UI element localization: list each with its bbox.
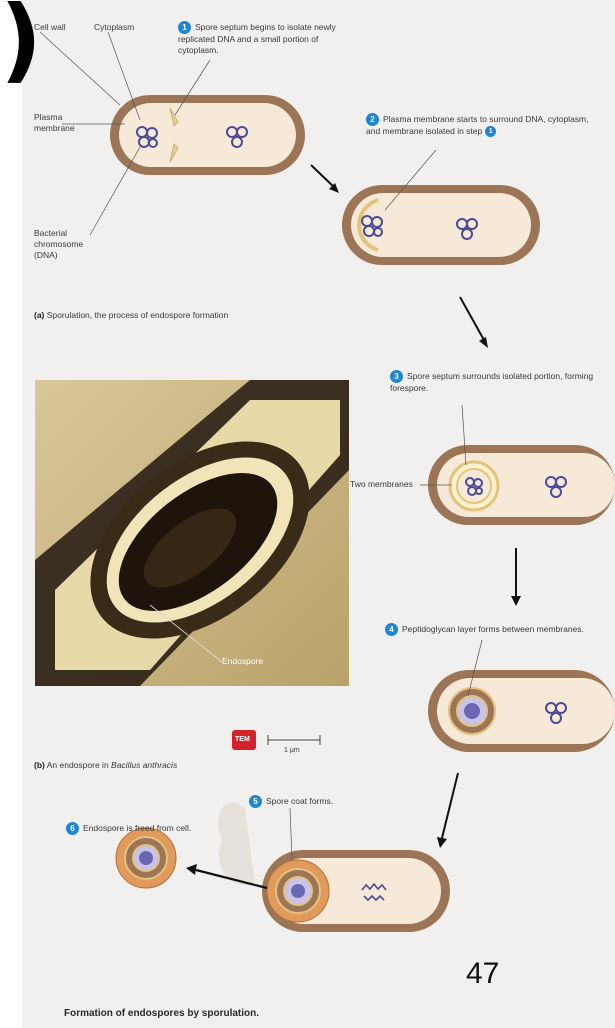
- step-description: Spore septum surrounds isolated portion,…: [390, 371, 593, 393]
- caption-letter: (a): [34, 310, 44, 320]
- label-bacterial-chromosome: Bacterial chromosome (DNA): [34, 228, 92, 261]
- arrow-4-to-5: [437, 773, 458, 848]
- caption-text: Sporulation, the process of endospore fo…: [47, 310, 228, 320]
- label-two-membranes: Two membranes: [350, 479, 413, 490]
- label-endospore: Endospore: [222, 656, 263, 667]
- step-description: Spore septum begins to isolate newly rep…: [178, 22, 336, 55]
- step-number-badge: 4: [385, 623, 398, 636]
- label-plasma-membrane: Plasma membrane: [34, 112, 70, 134]
- cell-step-4: [428, 670, 615, 752]
- cell-step-2: [342, 185, 540, 265]
- step-number-badge: 3: [390, 370, 403, 383]
- arrow-1-to-2: [311, 165, 339, 193]
- cell-step-1: [110, 95, 305, 175]
- arrow-3-to-4: [511, 548, 521, 606]
- scale-bar-label: 1 μm: [284, 745, 300, 756]
- step-description: Plasma membrane starts to surround DNA, …: [366, 114, 589, 136]
- scale-bar: [268, 735, 320, 745]
- step-4-text: 4 Peptidoglycan layer forms between membr…: [385, 623, 615, 636]
- tem-tag-text: TEM: [235, 734, 250, 745]
- figure-title: Formation of endospores by sporulation.: [64, 1008, 259, 1019]
- label-cell-wall: Cell wall: [34, 22, 74, 33]
- free-endospore: [116, 828, 176, 888]
- step-3-text: 3Spore septum surrounds isolated portion…: [390, 370, 615, 394]
- caption-species: Bacillus anthracis: [111, 760, 177, 770]
- cell-step-5: [218, 802, 450, 932]
- caption-text: An endospore in: [47, 760, 111, 770]
- caption-a: (a) Sporulation, the process of endospor…: [34, 310, 228, 320]
- label-cytoplasm: Cytoplasm: [94, 22, 144, 33]
- step-number-badge: 1: [485, 126, 496, 137]
- step-description: Endospore is freed from cell.: [83, 823, 191, 833]
- step-1-text: 1Spore septum begins to isolate newly re…: [178, 21, 348, 56]
- step-number-badge: 1: [178, 21, 191, 34]
- step-number-badge: 5: [249, 795, 262, 808]
- step-2-text: 2Plasma membrane starts to surround DNA,…: [366, 113, 601, 137]
- caption-letter: (b): [34, 760, 45, 770]
- step-5-text: 5 Spore coat forms.: [249, 795, 359, 808]
- caption-b: (b) An endospore in Bacillus anthracis: [34, 760, 177, 770]
- step-6-text: 6 Endospore is freed from cell.: [66, 822, 226, 835]
- step-description: Spore coat forms.: [266, 796, 333, 806]
- step-number-badge: 6: [66, 822, 79, 835]
- cell-step-3: [428, 445, 615, 525]
- tem-micrograph-image: [35, 380, 349, 686]
- arrow-2-to-3: [460, 297, 488, 348]
- step-description: Peptidoglycan layer forms between membra…: [402, 624, 584, 634]
- step-number-badge: 2: [366, 113, 379, 126]
- page-number: 47: [466, 957, 499, 991]
